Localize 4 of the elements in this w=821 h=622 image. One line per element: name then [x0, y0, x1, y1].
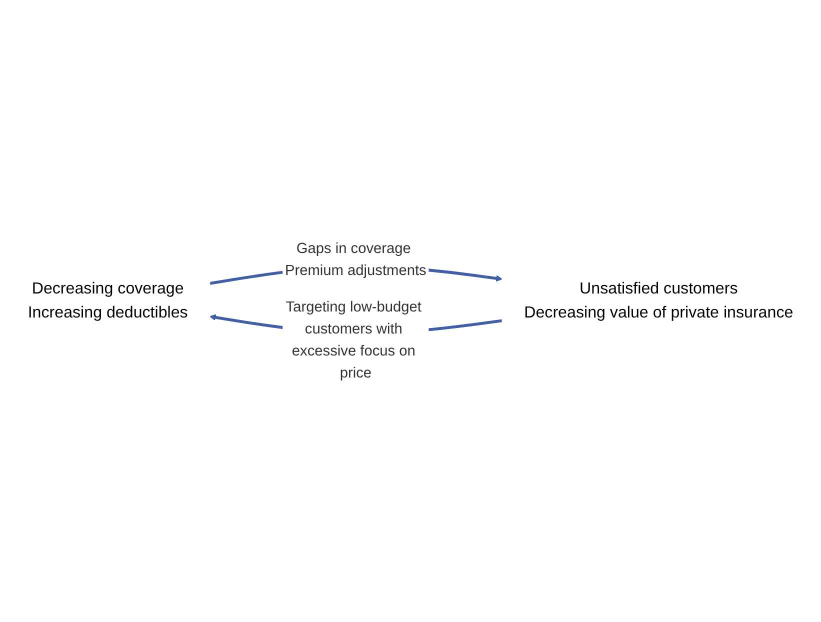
node-text: Decreasing coverage Increasing deductibles: [28, 278, 188, 322]
node-text: Unsatisfied customers Decreasing value of private insurance: [524, 278, 794, 322]
edge-label: Gaps in coverage Premium adjustments: [284, 240, 426, 279]
edge-label: Targeting low-budget customers with excessive focus on price: [286, 299, 422, 382]
